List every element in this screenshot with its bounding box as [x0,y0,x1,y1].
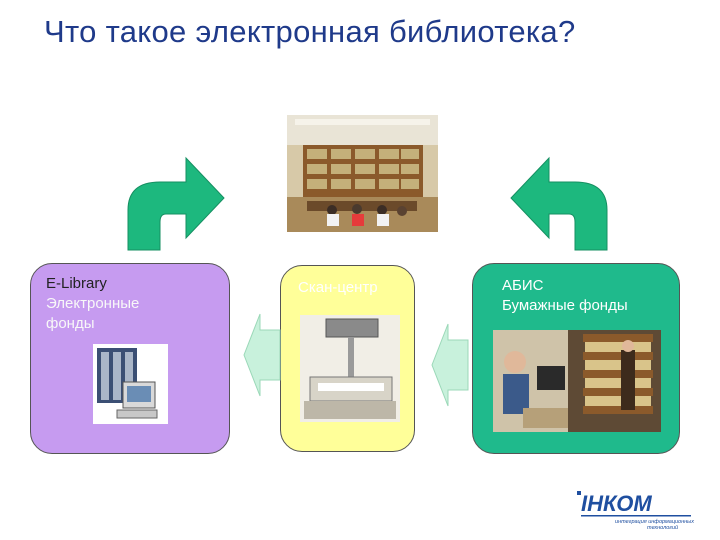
elibrary-heading: E-Library [46,275,107,292]
svg-text:ІНКОМ: ІНКОМ [581,491,652,516]
left-arrow-icon [243,313,281,397]
scanner-photo [300,315,400,422]
up-left-arrow-icon [510,156,608,251]
page-title: Что такое электронная библиотека? [44,14,576,49]
scan-center-heading: Скан-центр [298,279,378,296]
inkom-logo: ІНКОМ интеграция информационных технолог… [575,485,695,531]
abis-heading: АБИС [502,277,544,294]
abis-line1: Бумажные фонды [502,297,628,314]
up-right-arrow-icon [127,156,225,251]
elibrary-line1: Электронные [46,295,140,312]
library-staff-photo [493,330,661,432]
left-arrow-icon [431,323,469,407]
elibrary-line2: фонды [46,315,95,332]
svg-text:технологий: технологий [647,524,678,530]
svg-text:интеграция информационных: интеграция информационных [615,519,694,525]
reading-room-photo [287,115,438,232]
inkom-logo-mark: ІНКОМ интеграция информационных технолог… [577,491,694,531]
elibrary-photo [93,344,168,424]
